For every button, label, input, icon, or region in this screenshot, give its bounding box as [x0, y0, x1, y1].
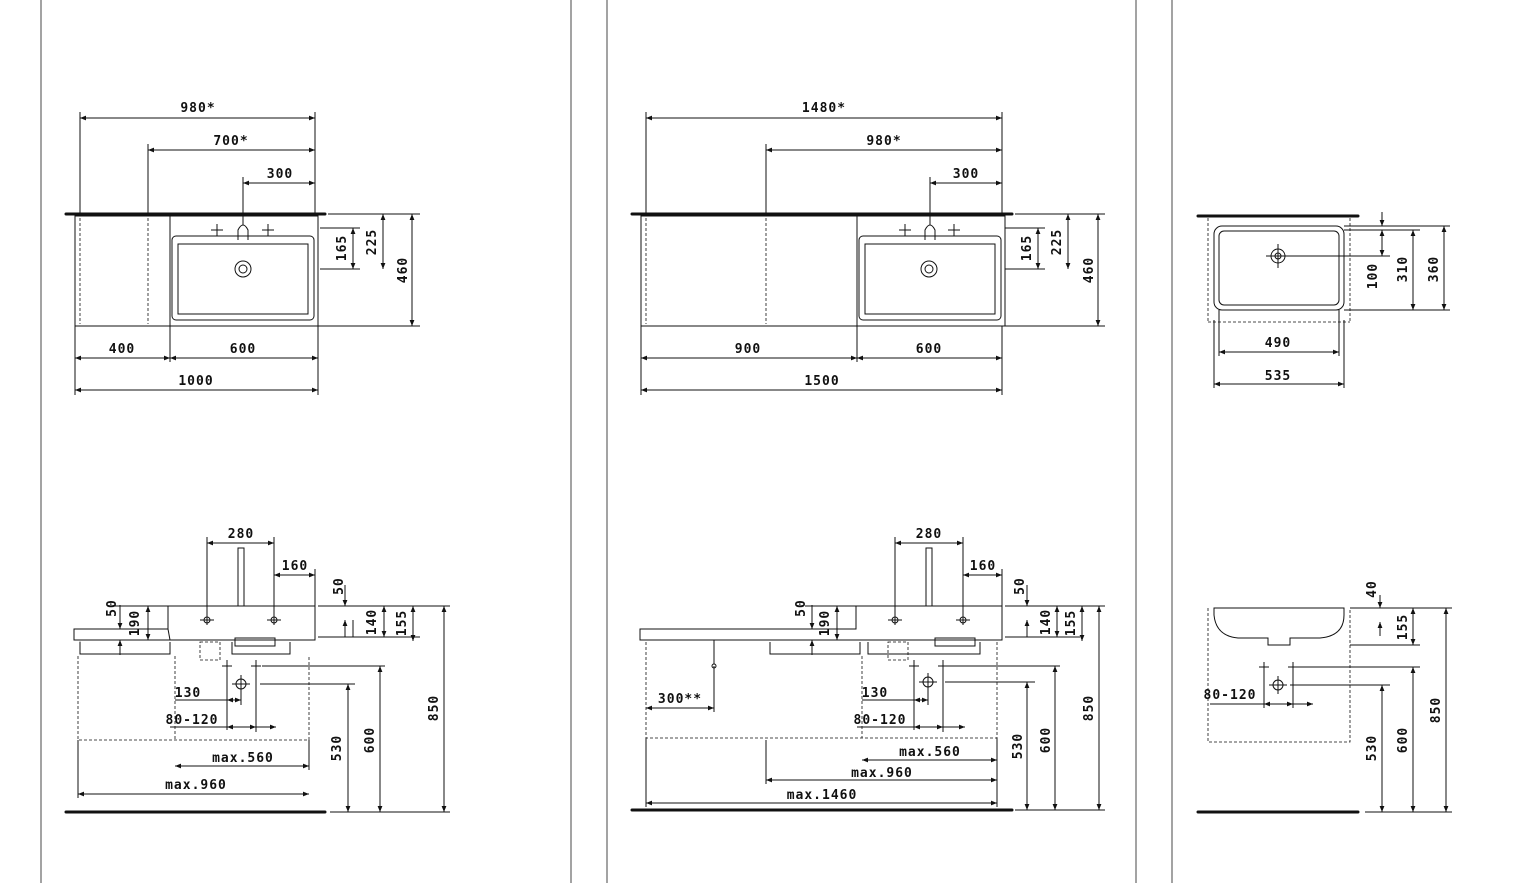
dim-980: 980*	[866, 134, 901, 149]
dim-850: 850	[1082, 695, 1097, 721]
dim-50-left: 50	[105, 599, 120, 617]
dim-1000: 1000	[178, 374, 213, 389]
dim-460: 460	[396, 257, 411, 283]
panel2-side-labels: 280 160 50 50 190 140 155 300** 130 80-1…	[658, 527, 1097, 803]
dim-900: 900	[735, 342, 761, 357]
dim-max960: max.960	[851, 766, 913, 781]
dim-280: 280	[228, 527, 254, 542]
panel1-top-view	[64, 112, 420, 395]
dim-80-120: 80-120	[166, 713, 219, 728]
dim-165: 165	[335, 235, 350, 261]
panel-separators	[40, 0, 1173, 883]
dim-600: 600	[363, 727, 378, 753]
panel1-side-view	[64, 537, 450, 814]
dim-360: 360	[1427, 256, 1442, 282]
dim-225: 225	[365, 229, 380, 255]
dim-280: 280	[916, 527, 942, 542]
dim-155: 155	[395, 610, 410, 636]
panel3-side-labels: 40 155 80-120 530 600 850	[1204, 580, 1444, 761]
panel2-top-view	[630, 112, 1105, 395]
dim-155: 155	[1396, 614, 1411, 640]
dim-600: 600	[916, 342, 942, 357]
dim-460: 460	[1082, 257, 1097, 283]
panel3-top-view	[1196, 212, 1450, 388]
panel3-side-view	[1196, 595, 1452, 814]
panel1-top-labels: 980* 700* 300 165 225 460 400 600 1000	[109, 101, 411, 389]
dim-max560: max.560	[899, 745, 961, 760]
dim-300: 300	[953, 167, 979, 182]
dim-980: 980*	[180, 101, 215, 116]
dim-max1460: max.1460	[787, 788, 858, 803]
dim-190: 190	[818, 610, 833, 636]
dim-600: 600	[1039, 727, 1054, 753]
dim-530: 530	[1011, 733, 1026, 759]
dim-160: 160	[970, 559, 996, 574]
panel1-side-labels: 280 160 50 50 190 140 155 130 80-120 max…	[105, 527, 442, 793]
dim-850: 850	[1429, 697, 1444, 723]
dim-130: 130	[175, 686, 201, 701]
dim-80-120: 80-120	[1204, 688, 1257, 703]
dim-50-right: 50	[1013, 577, 1028, 595]
panel2-top-labels: 1480* 980* 300 165 225 460 900 600 1500	[735, 101, 1097, 389]
panel3-top-labels: 100 310 360 490 535	[1265, 256, 1442, 384]
dim-140: 140	[1039, 609, 1054, 635]
dim-max960: max.960	[165, 778, 227, 793]
panel2-side-view	[630, 537, 1105, 812]
dim-850: 850	[427, 695, 442, 721]
dim-300: 300	[267, 167, 293, 182]
dim-155: 155	[1064, 610, 1079, 636]
dim-600: 600	[230, 342, 256, 357]
dim-130: 130	[862, 686, 888, 701]
dim-140: 140	[365, 609, 380, 635]
dim-50-left: 50	[794, 599, 809, 617]
dim-40: 40	[1365, 580, 1380, 598]
dim-530: 530	[330, 735, 345, 761]
dim-310: 310	[1396, 256, 1411, 282]
dim-165: 165	[1020, 235, 1035, 261]
dim-50-right: 50	[332, 577, 347, 595]
dim-530: 530	[1365, 735, 1380, 761]
dim-700: 700*	[213, 134, 248, 149]
dim-225: 225	[1050, 229, 1065, 255]
dim-1500: 1500	[804, 374, 839, 389]
dim-160: 160	[282, 559, 308, 574]
dim-535: 535	[1265, 369, 1291, 384]
dim-400: 400	[109, 342, 135, 357]
dim-300-double-star: 300**	[658, 692, 702, 707]
dim-80-120: 80-120	[854, 713, 907, 728]
dim-100: 100	[1366, 263, 1381, 289]
dim-490: 490	[1265, 336, 1291, 351]
dim-190: 190	[128, 610, 143, 636]
dim-1480: 1480*	[802, 101, 846, 116]
dim-600: 600	[1396, 727, 1411, 753]
dim-max560: max.560	[212, 751, 274, 766]
